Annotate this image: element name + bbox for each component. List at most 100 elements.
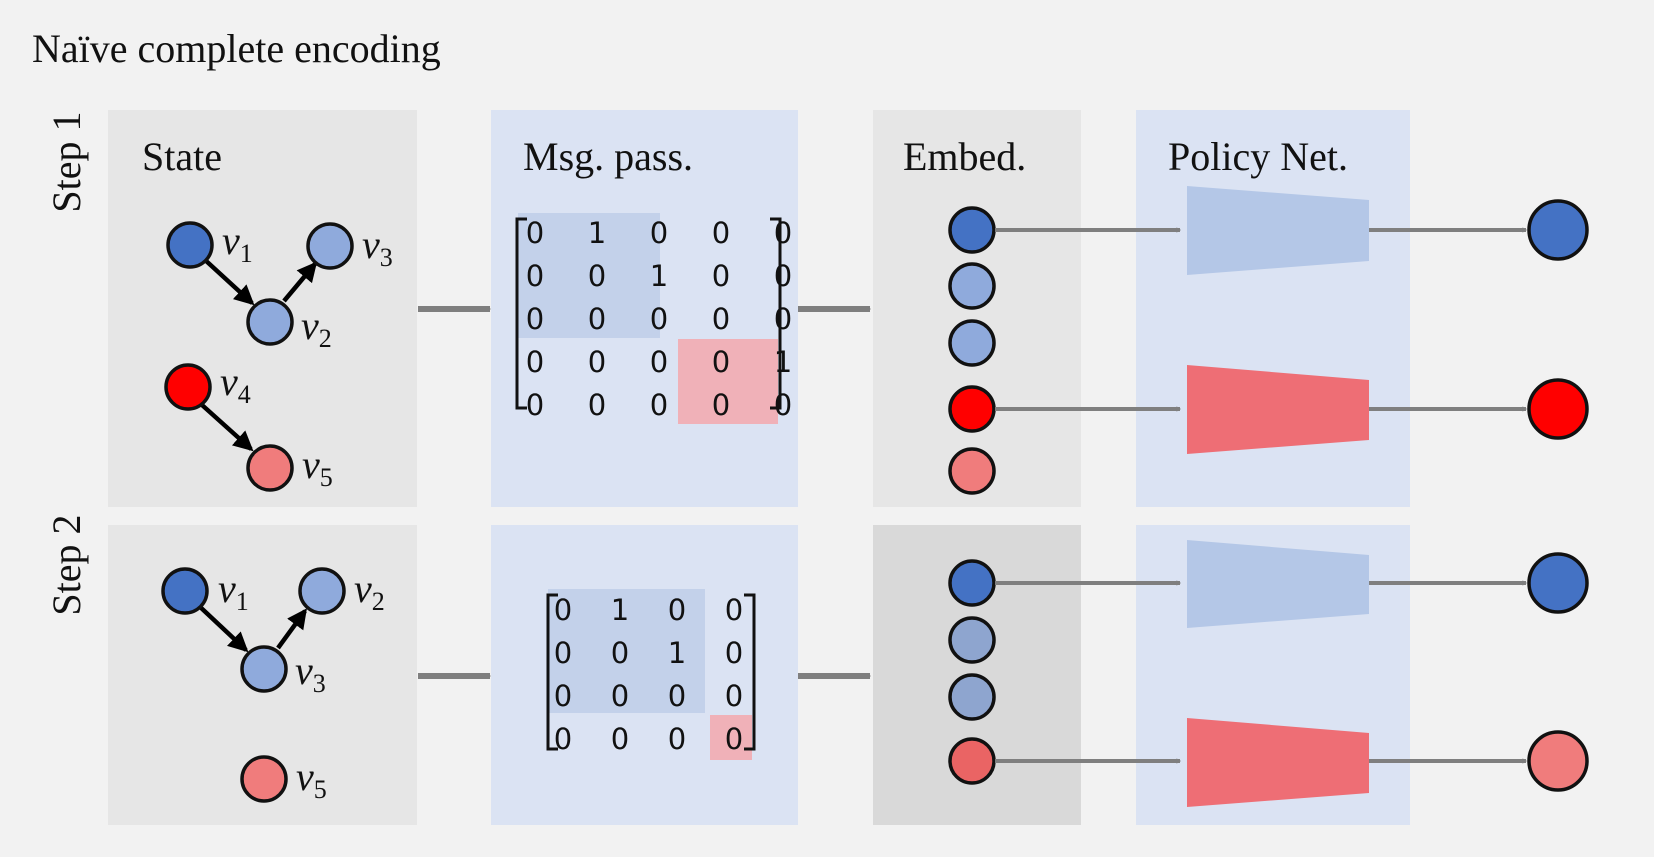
matrix-bracket-right	[744, 593, 756, 751]
graph-node-v2	[298, 567, 346, 615]
matrix-cell: 0	[650, 216, 668, 250]
matrix-cell: 0	[774, 216, 792, 250]
graph-node-v3	[240, 645, 288, 693]
graph-node-v1	[166, 221, 214, 269]
embed-node-1	[948, 206, 996, 254]
matrix-cell: 1	[588, 216, 606, 250]
matrix-highlight-red	[710, 715, 752, 760]
matrix-cell: 0	[554, 593, 572, 627]
embed-node-4	[948, 385, 996, 433]
embed-node-2	[948, 262, 996, 310]
matrix-cell: 0	[588, 259, 606, 293]
graph-label-v2: v2	[354, 566, 385, 616]
matrix-bracket-right	[770, 217, 782, 410]
matrix-cell: 0	[725, 679, 743, 713]
matrix-cell: 0	[774, 388, 792, 422]
graph-node-v2	[246, 298, 294, 346]
state-panel-title: State	[142, 134, 222, 179]
matrix-cell: 0	[554, 679, 572, 713]
policy-output-node-1	[1527, 199, 1589, 261]
graph-edge-v1-v3	[196, 603, 249, 653]
matrix-cell: 0	[725, 636, 743, 670]
graph-edge-v3-v2	[276, 608, 307, 650]
embed-node-4	[948, 737, 996, 785]
matrix-cell: 0	[650, 388, 668, 422]
matrix-cell: 0	[611, 636, 629, 670]
matrix-cell: 0	[588, 388, 606, 422]
matrix-cell: 0	[526, 302, 544, 336]
matrix-cell: 0	[588, 345, 606, 379]
matrix-cell: 0	[554, 722, 572, 756]
policy-net-red	[1187, 365, 1369, 454]
matrix-highlight-red	[678, 339, 778, 424]
matrix-cell: 0	[712, 388, 730, 422]
embed-node-2	[948, 616, 996, 664]
matrix-cell: 0	[712, 216, 730, 250]
graph-node-v4	[164, 363, 212, 411]
embed-node-3	[948, 673, 996, 721]
matrix-cell: 0	[526, 216, 544, 250]
policy-output-node-2	[1527, 378, 1589, 440]
graph-node-v5	[246, 444, 294, 492]
matrix-cell: 0	[650, 345, 668, 379]
matrix-cell: 0	[774, 302, 792, 336]
matrix-cell: 1	[774, 345, 792, 379]
matrix-highlight-blue	[518, 213, 660, 338]
policy-output-node-1	[1527, 552, 1589, 614]
matrix-cell: 0	[668, 593, 686, 627]
graph-edge-v1-v2	[202, 257, 255, 306]
matrix-cell: 0	[611, 722, 629, 756]
matrix-cell: 1	[668, 636, 686, 670]
embed-nodes-step-1	[948, 206, 996, 495]
matrix-bracket-left	[546, 593, 558, 751]
graph-edge-v4-v5	[200, 403, 254, 452]
matrix-cell: 0	[712, 345, 730, 379]
matrix-cell: 0	[611, 679, 629, 713]
matrix-cell: 0	[712, 302, 730, 336]
matrix-highlight-blue	[548, 589, 705, 713]
matrix-cell: 0	[526, 345, 544, 379]
policy-outputs-step-2	[1527, 552, 1589, 792]
matrix-cell: 0	[526, 388, 544, 422]
embed-node-5	[948, 447, 996, 495]
policy-panel-title: Policy Net.	[1168, 134, 1348, 179]
policy-output-node-2	[1527, 730, 1589, 792]
matrix-cell: 0	[668, 722, 686, 756]
matrix-cell: 1	[611, 593, 629, 627]
graph-label-v5: v5	[302, 442, 333, 492]
policy-outputs-step-1	[1527, 199, 1589, 440]
graph-label-v1: v1	[218, 566, 249, 616]
matrix-cell: 0	[712, 259, 730, 293]
msg-pass-panel-title: Msg. pass.	[523, 134, 693, 179]
step-1-row: State Msg. pass. Embed. Policy Net. v1 v…	[108, 110, 1589, 507]
matrix-cell: 0	[774, 259, 792, 293]
step-1-label: Step 1	[44, 111, 89, 212]
matrix-cell: 0	[554, 636, 572, 670]
policy-net-blue	[1187, 540, 1369, 628]
graph-node-v3	[306, 222, 354, 270]
matrix-cell: 0	[725, 722, 743, 756]
matrix-bracket-left	[515, 217, 527, 410]
embed-node-1	[948, 559, 996, 607]
graph-label-v1: v1	[222, 218, 253, 268]
graph-node-v5	[240, 755, 288, 803]
graph-label-v4: v4	[220, 359, 251, 409]
policy-net-blue	[1187, 186, 1369, 275]
matrix-cell: 0	[650, 302, 668, 336]
matrix-cell: 1	[650, 259, 668, 293]
embed-node-3	[948, 319, 996, 367]
graph-node-v1	[161, 567, 209, 615]
graph-label-v3: v3	[295, 648, 326, 698]
embed-nodes-step-2	[948, 559, 996, 785]
graph-edge-v2-v3	[282, 261, 318, 303]
embed-panel-title: Embed.	[903, 134, 1026, 179]
step-2-label: Step 2	[44, 514, 89, 615]
graph-label-v5: v5	[296, 754, 327, 804]
matrix-cell: 0	[725, 593, 743, 627]
policy-net-red	[1187, 718, 1369, 807]
